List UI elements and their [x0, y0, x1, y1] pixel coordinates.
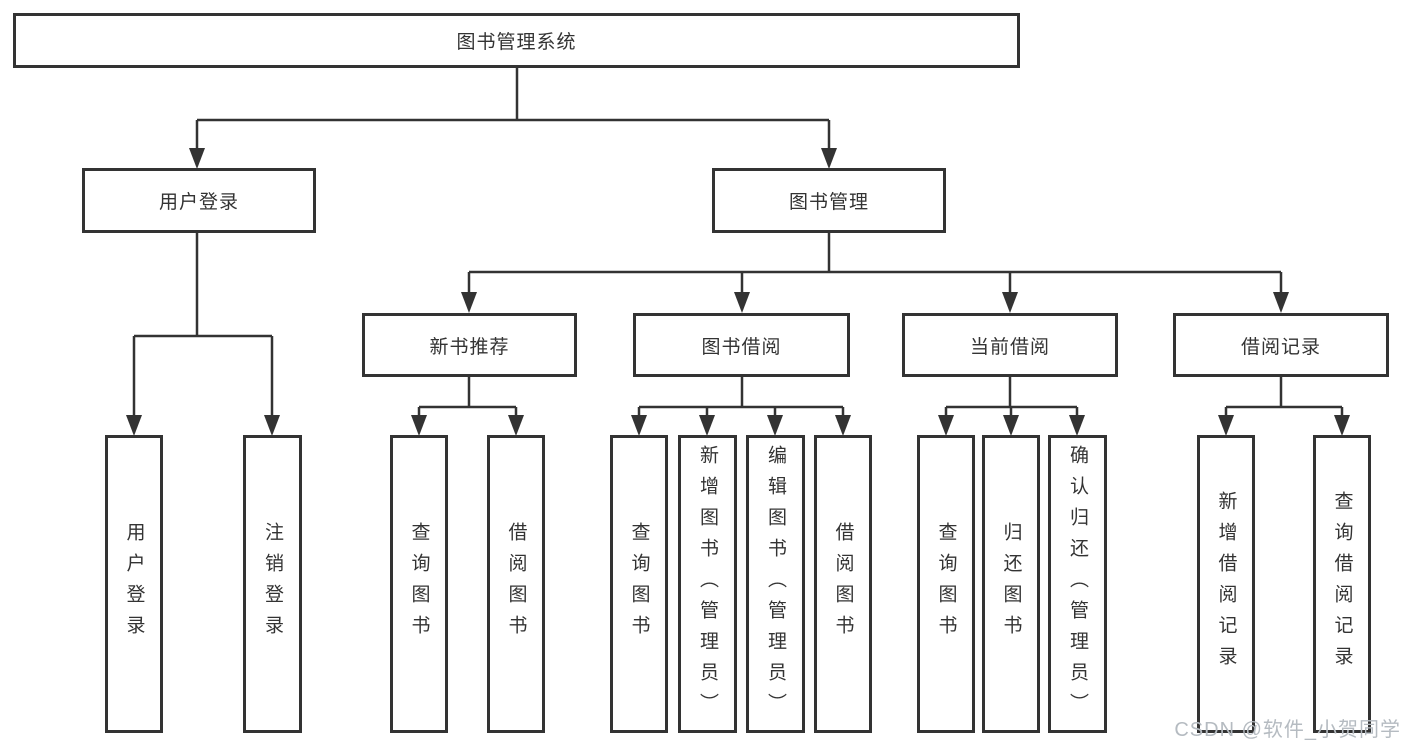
- node-current-borrow-label: 当前借阅: [969, 336, 1050, 358]
- edge-root-to-level2: [195, 68, 831, 163]
- leaf-br-query-record-label: 查询借阅记录: [1331, 491, 1353, 677]
- edge-bookmgmt-to-level3: [467, 233, 1283, 307]
- edge-borrowrecords-to-leaves: [1224, 377, 1344, 430]
- leaf-cb-confirm-return-label: 确认归还（管理员）: [1067, 444, 1088, 724]
- arrowheads: [126, 148, 1350, 436]
- edge-newbookrec-to-leaves: [417, 377, 518, 430]
- leaf-bb-add-books-label: 新增图书（管理员）: [697, 444, 718, 724]
- leaf-cb-query-books-label: 查询图书: [935, 522, 957, 646]
- node-borrow-records-label: 借阅记录: [1240, 336, 1321, 358]
- leaf-cb-return-books-label: 归还图书: [1000, 522, 1022, 646]
- edge-bookborrow-to-leaves: [637, 377, 845, 430]
- leaf-bb-query-books-label: 查询图书: [628, 522, 650, 646]
- leaf-rec-query-books: 查询图书: [390, 435, 448, 733]
- node-current-borrow: 当前借阅: [902, 313, 1118, 377]
- leaf-bb-add-books: 新增图书（管理员）: [678, 435, 737, 733]
- leaf-bb-borrow-books: 借阅图书: [814, 435, 872, 733]
- leaf-br-query-record: 查询借阅记录: [1313, 435, 1371, 733]
- leaf-cb-confirm-return: 确认归还（管理员）: [1048, 435, 1107, 733]
- node-user-login-label: 用户登录: [158, 192, 239, 213]
- leaf-br-add-record: 新增借阅记录: [1197, 435, 1255, 733]
- leaf-rec-borrow-books-label: 借阅图书: [505, 522, 527, 646]
- leaf-bb-query-books: 查询图书: [610, 435, 668, 733]
- leaf-cb-query-books: 查询图书: [917, 435, 975, 733]
- node-book-borrow: 图书借阅: [633, 313, 850, 377]
- leaf-user-login-label: 用户登录: [123, 522, 145, 646]
- node-new-book-recommend: 新书推荐: [362, 313, 577, 377]
- node-book-management-label: 图书管理: [788, 192, 869, 213]
- leaf-logout-label: 注销登录: [262, 522, 283, 646]
- leaf-bb-edit-books-label: 编辑图书（管理员）: [765, 444, 786, 724]
- node-book-borrow-label: 图书借阅: [701, 336, 782, 358]
- node-user-login: 用户登录: [82, 168, 316, 233]
- leaf-bb-borrow-books-label: 借阅图书: [832, 522, 854, 646]
- leaf-bb-edit-books: 编辑图书（管理员）: [746, 435, 805, 733]
- node-root-label: 图书管理系统: [456, 32, 577, 53]
- leaf-user-login: 用户登录: [105, 435, 163, 733]
- node-new-book-recommend-label: 新书推荐: [429, 336, 510, 358]
- node-root: 图书管理系统: [13, 13, 1020, 68]
- node-book-management: 图书管理: [712, 168, 946, 233]
- edge-userlogin-to-leaves: [132, 233, 274, 430]
- leaf-cb-return-books: 归还图书: [982, 435, 1040, 733]
- leaf-rec-query-books-label: 查询图书: [408, 522, 430, 646]
- node-borrow-records: 借阅记录: [1173, 313, 1389, 377]
- leaf-logout: 注销登录: [243, 435, 302, 733]
- leaf-br-add-record-label: 新增借阅记录: [1215, 491, 1237, 677]
- leaf-rec-borrow-books: 借阅图书: [487, 435, 545, 733]
